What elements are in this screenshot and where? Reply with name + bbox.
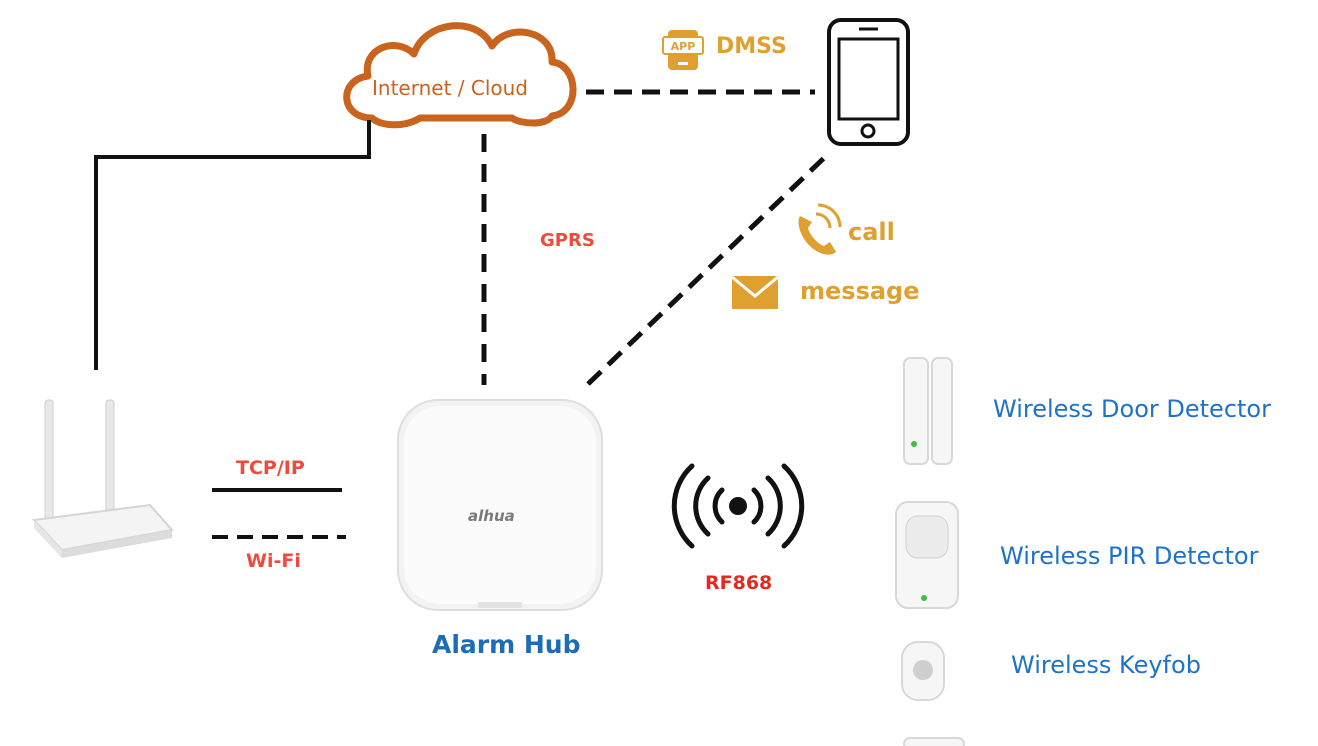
- pir-detector-icon: [895, 501, 959, 609]
- phone-call-icon: [798, 203, 842, 255]
- door-detector-label: Wireless Door Detector: [993, 395, 1271, 423]
- message-label: message: [800, 277, 920, 305]
- call-label: call: [848, 218, 895, 246]
- rf-label: RF868: [705, 572, 773, 594]
- wifi-label: Wi-Fi: [246, 550, 301, 572]
- envelope-icon: [731, 275, 779, 309]
- svg-text:APP: APP: [671, 40, 696, 53]
- dahua-logo: alhua: [468, 507, 515, 525]
- keyfob-icon: [901, 641, 945, 701]
- app-label: DMSS: [716, 34, 787, 59]
- siren-icon: [903, 737, 965, 746]
- door-detector-icon: [903, 357, 953, 465]
- router-icon: [31, 399, 174, 558]
- app-icon: APP: [662, 30, 704, 70]
- rf-signal-icon: [671, 463, 805, 549]
- alarm-hub-icon: [397, 399, 603, 611]
- alarm-hub-label: Alarm Hub: [432, 630, 581, 659]
- gprs-label: GPRS: [540, 230, 595, 251]
- hub-phone-line: [586, 156, 826, 386]
- smartphone-icon: [827, 18, 910, 146]
- keyfob-label: Wireless Keyfob: [1011, 651, 1201, 679]
- cloud-icon: [343, 22, 577, 129]
- tcpip-label: TCP/IP: [236, 457, 305, 479]
- router-cloud-line: [94, 120, 371, 370]
- cloud-label: Internet / Cloud: [372, 76, 528, 100]
- pir-detector-label: Wireless PIR Detector: [1000, 542, 1259, 570]
